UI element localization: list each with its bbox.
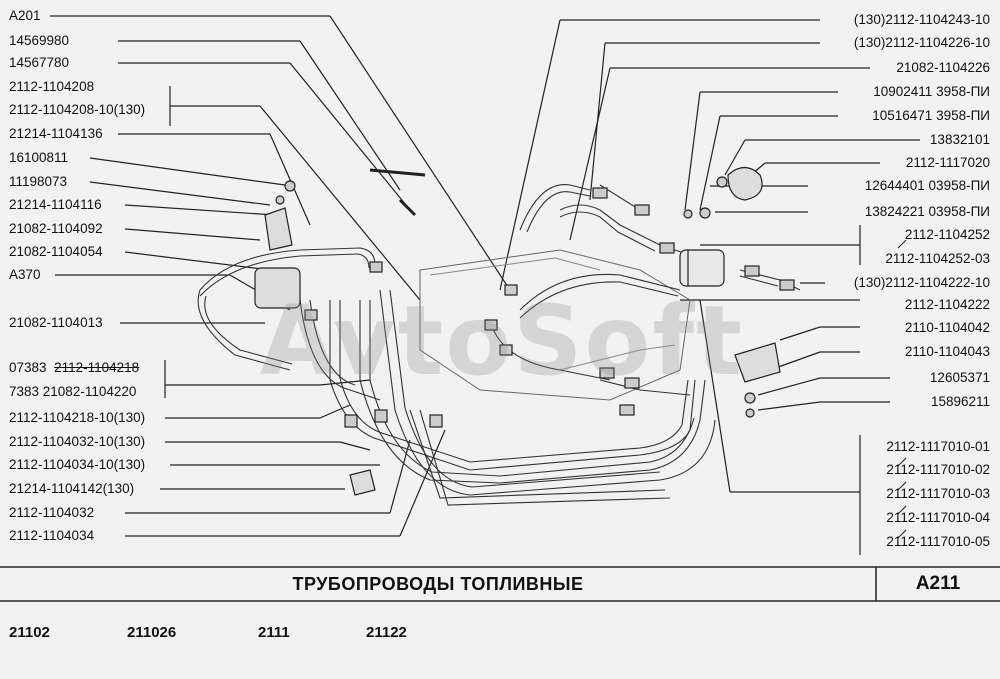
model-code[interactable]: 21102 — [9, 624, 50, 641]
part-label[interactable]: 10516471 3958-ПИ — [872, 108, 990, 123]
part-label[interactable]: 2112-1104034-10(130) — [9, 457, 146, 472]
part-label[interactable]: 2112-1104222 — [904, 297, 990, 312]
part-label[interactable]: 13832101 — [929, 132, 990, 147]
part-label[interactable]: 13824221 03958-ПИ — [864, 204, 990, 219]
part-label[interactable]: A201 — [9, 8, 41, 23]
part-label[interactable]: 2112-1117010-01 — [886, 439, 990, 454]
model-code[interactable]: 2111 — [258, 624, 290, 641]
part-label[interactable]: 2112-1117010-02 — [886, 462, 990, 477]
page-title: ТРУБОПРОВОДЫ ТОПЛИВНЫЕ — [292, 574, 584, 594]
part-label[interactable]: (130)2112-1104226-10 — [853, 35, 990, 50]
part-label-prefix: 07383 — [9, 360, 47, 375]
part-label[interactable]: A370 — [9, 267, 41, 282]
part-label[interactable]: 16100811 — [9, 150, 69, 165]
part-label[interactable]: 15896211 — [930, 394, 990, 409]
watermark-text: AvtoSoft — [260, 285, 745, 397]
part-label[interactable]: 7383 21082-1104220 — [9, 384, 137, 399]
section-code: A211 — [915, 573, 961, 594]
part-label[interactable]: 2112-1104034 — [9, 528, 95, 543]
model-code[interactable]: 21122 — [366, 624, 407, 641]
part-label[interactable]: 2112-1104032 — [9, 505, 95, 520]
part-label[interactable]: 2112-1104208 — [9, 79, 95, 94]
part-label[interactable]: 21214-1104142(130) — [9, 481, 135, 496]
part-label[interactable]: 2112-1117010-05 — [886, 534, 990, 549]
part-label[interactable]: 21214-1104116 — [9, 197, 102, 212]
part-label[interactable]: 2112-1104252 — [904, 227, 990, 242]
part-label[interactable]: 14567780 — [9, 55, 70, 70]
part-label[interactable]: 21082-1104013 — [9, 315, 103, 330]
part-label[interactable]: 14569980 — [9, 33, 70, 48]
part-label[interactable]: 07383 2112-1104218 — [9, 360, 139, 376]
part-label-struck: 2112-1104218 — [54, 360, 140, 375]
part-label[interactable]: 2112-1104208-10(130) — [9, 102, 146, 117]
part-label[interactable]: 2110-1104043 — [904, 344, 990, 359]
part-label[interactable]: 11198073 — [9, 174, 68, 189]
part-label[interactable]: 2112-1117010-03 — [886, 486, 990, 501]
part-label[interactable]: 21082-1104226 — [896, 60, 990, 75]
part-label[interactable]: 2112-1117010-04 — [886, 510, 990, 525]
part-label[interactable]: 21082-1104092 — [9, 221, 103, 236]
part-label[interactable]: (130)2112-1104222-10 — [853, 275, 990, 290]
part-label[interactable]: 2112-1104252-03 — [885, 251, 990, 266]
part-label[interactable]: 10902411 3958-ПИ — [873, 84, 990, 99]
part-label[interactable]: 12644401 03958-ПИ — [864, 178, 990, 193]
part-label[interactable]: 21082-1104054 — [9, 244, 103, 259]
part-label[interactable]: 2110-1104042 — [904, 320, 990, 335]
part-label[interactable]: 2112-1104218-10(130) — [9, 410, 146, 425]
part-label[interactable]: 2112-1117020 — [905, 155, 990, 170]
part-label[interactable]: 12605371 — [929, 370, 990, 385]
part-label[interactable]: (130)2112-1104243-10 — [853, 12, 990, 27]
model-code[interactable]: 211026 — [127, 624, 177, 641]
part-label[interactable]: 21214-1104136 — [9, 126, 103, 141]
part-label[interactable]: 2112-1104032-10(130) — [9, 434, 146, 449]
